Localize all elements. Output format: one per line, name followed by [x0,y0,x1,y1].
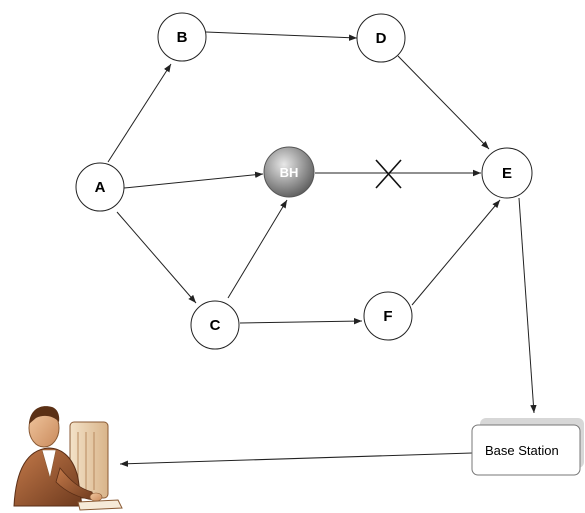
node-black-hole: BH [263,146,315,198]
node-a-label: A [95,179,106,196]
edge-f-e [411,199,501,306]
node-d-label: D [376,30,387,47]
node-b: B [157,12,207,62]
edge-a-c [116,211,197,304]
edge-d-e [397,55,490,150]
edge-c-bh [227,199,288,299]
edge-b-d [205,31,358,41]
node-black-hole-label: BH [280,165,299,180]
node-c-label: C [210,317,221,334]
blocked-link-cross-icon [375,159,402,189]
node-e-label: E [502,165,512,182]
edge-a-bh [123,171,264,189]
base-station-label: Base Station [485,443,559,458]
edge-e-base-station [518,197,537,414]
person-at-computer-icon [13,406,123,511]
edges [107,31,537,467]
node-b-label: B [177,29,188,46]
edge-base-station-user [119,452,473,467]
node-a: A [75,162,125,212]
node-e: E [481,147,533,199]
base-station: Base Station [471,418,584,476]
node-c: C [190,300,240,350]
node-f: F [363,291,413,341]
node-d: D [356,13,406,63]
edge-a-b [107,63,172,163]
node-f-label: F [383,308,392,325]
edge-c-f [239,317,363,325]
